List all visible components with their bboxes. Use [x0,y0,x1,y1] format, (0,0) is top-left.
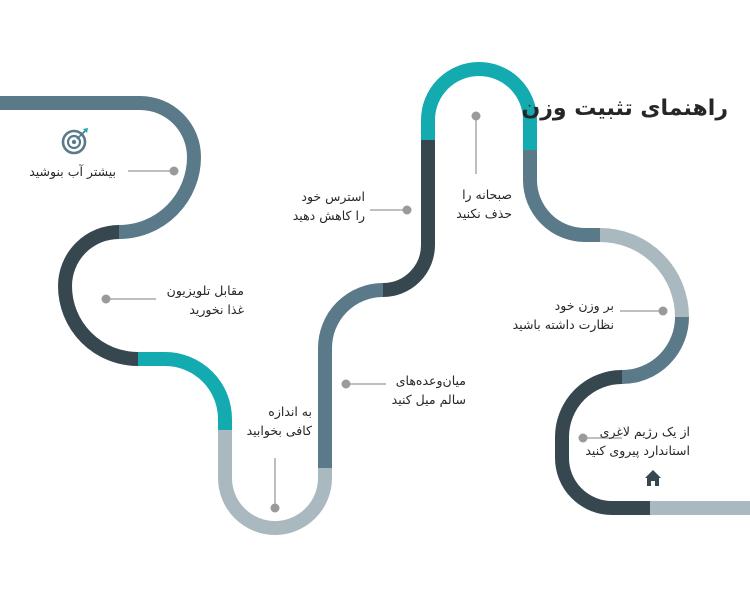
tip-breakfast-line-1: صبحانه را [462,187,512,202]
tip-sleep: به اندازه کافی بخوابید [247,402,312,440]
road-segment-teal-2 [421,61,537,150]
road-segment-light-2 [599,228,689,318]
tip-water-line-1: بیشتر آب بنوشید [29,164,116,179]
tip-sleep-line-2: کافی بخوابید [246,423,312,438]
tip-snacks: میان‌وعده‌های سالم میل کنید [392,371,466,409]
dot-monitor [658,306,668,316]
tip-tv-line-1: مقابل تلویزیون [166,283,244,298]
dot-breakfast [471,111,481,121]
road-segment-dark-1 [57,225,158,366]
dot-snacks [341,379,351,389]
connector-dots [101,111,668,513]
tip-monitor-line-1: بر وزن خود [554,298,614,313]
tip-diet-line-1: از یک رژیم لاغری [599,424,690,439]
home-icon [645,470,661,486]
tip-water: بیشتر آب بنوشید [29,162,116,181]
road-segment-start [0,96,202,239]
connector-lines [108,118,662,506]
tip-diet-line-2: استاندارد پیروی کنید [585,443,690,458]
road-segment-dark-2 [382,140,435,297]
tip-snacks-line-2: سالم میل کنید [391,392,466,407]
road-segment-slate-3 [523,150,600,242]
tip-tv: مقابل تلویزیون غذا نخورید [167,281,244,319]
dot-tv [101,294,111,304]
dot-sleep [270,503,280,513]
target-icon [61,128,88,155]
tip-snacks-line-1: میان‌وعده‌های [395,373,466,388]
road-segment-light-1 [218,430,332,536]
dot-stress [402,205,412,215]
tip-monitor: بر وزن خود نظارت داشته باشید [513,296,614,334]
tip-stress: استرس خود را کاهش دهید [293,187,365,225]
road-segment-teal-1 [138,352,232,430]
road-segment-dark-3 [555,370,650,515]
tip-breakfast: صبحانه را حذف نکنید [456,185,512,223]
road-segment-slate-2 [318,283,384,468]
dot-diet [578,433,588,443]
road-segment-slate-4 [621,316,689,384]
page-title: راهنمای تثبیت وزن [521,96,728,121]
dot-water [169,166,179,176]
tip-stress-line-2: را کاهش دهید [292,208,365,223]
tip-sleep-line-1: به اندازه [268,404,312,419]
tip-tv-line-2: غذا نخورید [189,302,244,317]
tip-diet: از یک رژیم لاغری استاندارد پیروی کنید [585,422,690,460]
tip-stress-line-1: استرس خود [301,189,365,204]
tip-breakfast-line-2: حذف نکنید [456,206,512,221]
tip-monitor-line-2: نظارت داشته باشید [512,317,614,332]
